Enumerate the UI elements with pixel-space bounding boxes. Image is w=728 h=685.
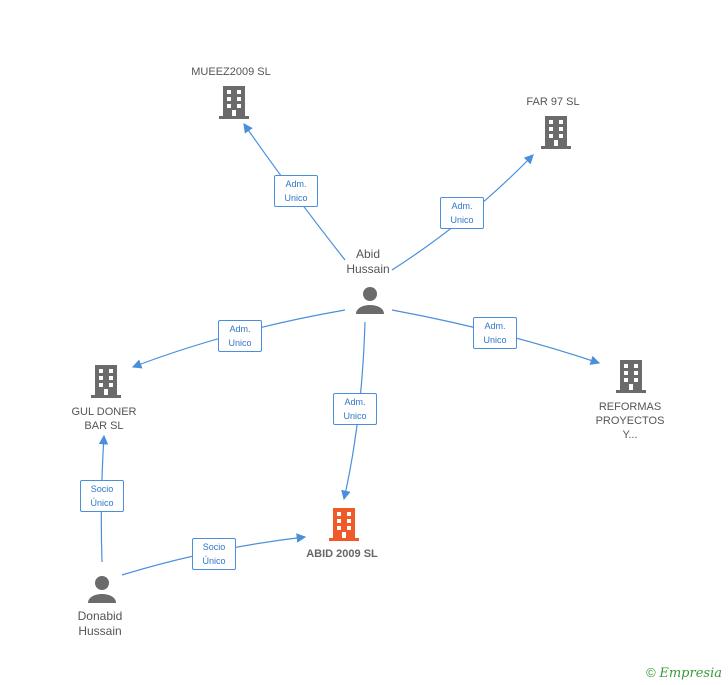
footer-brand[interactable]: © Empresia (646, 665, 722, 681)
edge-label-adm-unico: Adm.Unico (473, 317, 517, 349)
building-icon (541, 116, 571, 149)
building-icon (616, 360, 646, 393)
node-label-abid-2009[interactable]: ABID 2009 SL (306, 548, 378, 560)
focus-building-icon (329, 508, 359, 541)
brand-logo: Empresia (659, 666, 722, 681)
node-label-abid-hussain[interactable]: Abid Hussain (346, 247, 390, 276)
edge-label-adm-unico: Adm.Unico (440, 197, 484, 229)
person-icon (88, 576, 116, 603)
building-icon (219, 86, 249, 119)
node-label-gul-doner[interactable]: GUL DONER BAR SL (71, 406, 137, 432)
edge-label-adm-unico: Adm.Unico (333, 393, 377, 425)
person-icon (356, 287, 384, 314)
edge-label-adm-unico: Adm.Unico (218, 320, 262, 352)
edge-label-adm-unico: Adm.Unico (274, 175, 318, 207)
node-label-reformas[interactable]: REFORMAS PROYECTOS Y... (595, 401, 665, 441)
node-label-far97[interactable]: FAR 97 SL (526, 96, 580, 108)
node-label-donabid-hussain[interactable]: Donabid Hussain (77, 609, 123, 638)
copyright-icon: © (646, 665, 656, 680)
building-icon (91, 365, 121, 398)
node-label-muez[interactable]: MUEEZ2009 SL (191, 66, 271, 78)
